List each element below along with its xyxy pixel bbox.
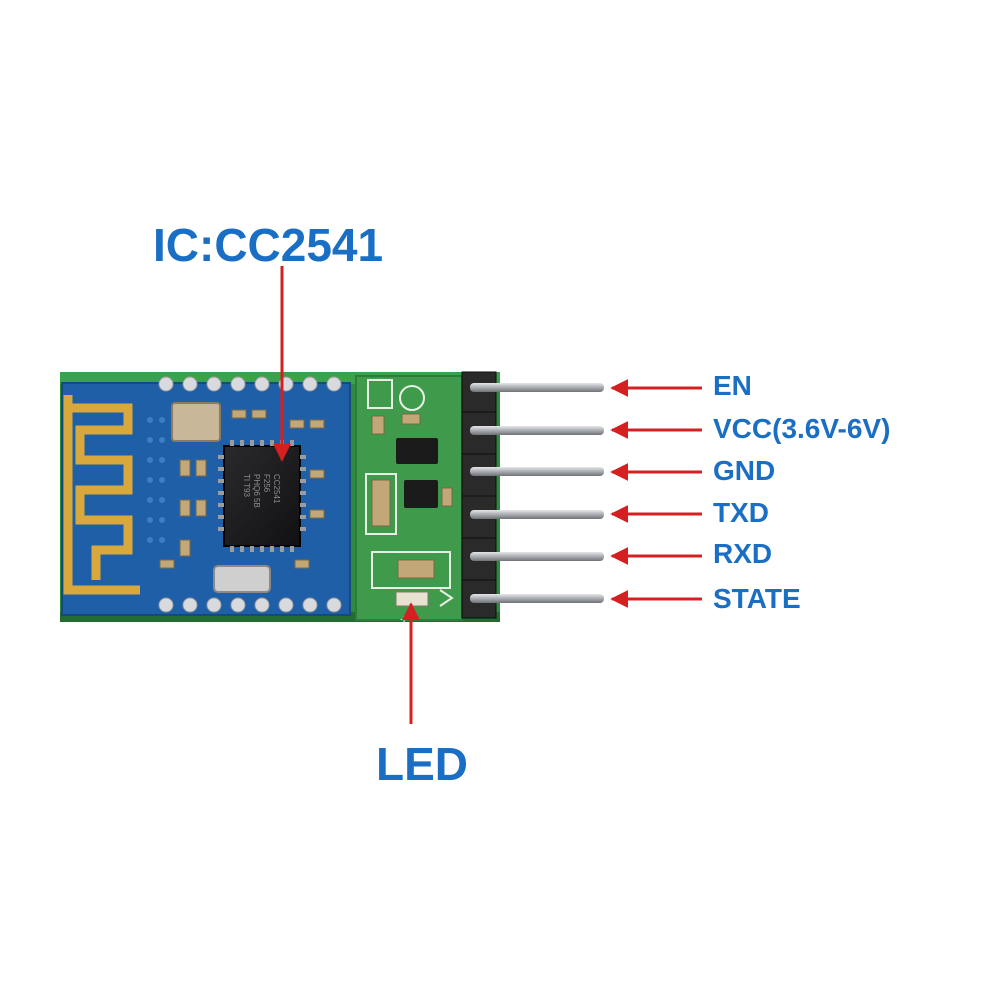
pins <box>470 383 604 603</box>
chip-marking: CC2541 <box>272 474 281 504</box>
led-label: LED <box>376 738 468 790</box>
cc2541-chip: CC2541 F256 PHQ6 5B TI T93 <box>218 440 306 552</box>
pin-state <box>470 594 604 603</box>
led-component <box>395 591 429 607</box>
pin-gnd <box>470 467 604 476</box>
pin-txd <box>470 510 604 519</box>
chip-marking: F256 <box>262 474 271 493</box>
pin-rxd <box>470 552 604 561</box>
pin-label-txd: TXD <box>713 497 769 528</box>
ic-label: IC:CC2541 <box>153 219 384 271</box>
bluetooth-module: CC2541 F256 PHQ6 5B TI T93 <box>61 376 351 616</box>
chip-marking: TI T93 <box>242 474 251 498</box>
crystal-component <box>213 565 271 593</box>
pin-header <box>461 371 497 619</box>
led-plus-mark: + <box>400 611 408 627</box>
pin-vcc <box>470 426 604 435</box>
pcb-antenna <box>63 395 140 595</box>
pin-label-en: EN <box>713 370 752 401</box>
pin-label-gnd: GND <box>713 455 776 486</box>
pin-en <box>470 383 604 392</box>
pin-label-rxd: RXD <box>713 538 773 569</box>
chip-marking: PHQ6 5B <box>252 474 261 508</box>
pin-label-state: STATE <box>713 583 801 614</box>
pin-label-vcc: VCC(3.6V-6V) <box>713 413 891 444</box>
adapter-board: + <box>355 375 463 627</box>
crystal-component <box>171 402 221 442</box>
